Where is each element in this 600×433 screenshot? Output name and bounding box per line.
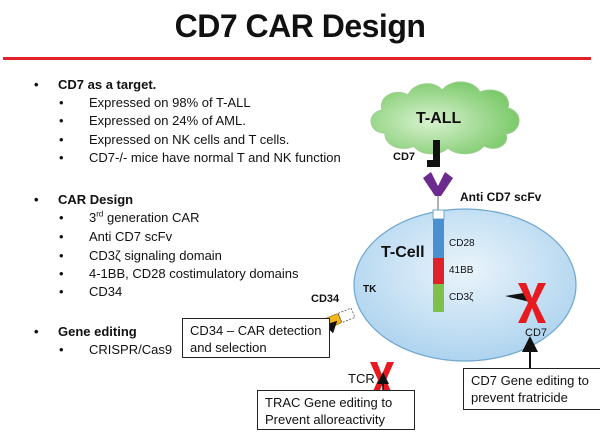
- title-divider: [3, 57, 591, 60]
- callout-line: prevent fratricide: [471, 390, 568, 405]
- hinge-segment: [432, 209, 445, 220]
- item-prefix: 3: [89, 210, 97, 225]
- heading-text: Gene editing: [58, 324, 137, 339]
- trac-callout-box: TRAC Gene editing to Prevent alloreactiv…: [257, 390, 415, 430]
- cd7-receptor-icon: [427, 140, 440, 167]
- cd34-label: CD34: [311, 293, 340, 305]
- item-text: CD7-/- mice have normal T and NK functio…: [89, 150, 341, 165]
- callout-line: CD34 – CAR detection: [190, 323, 322, 338]
- item-text: CD3ζ signaling domain: [89, 248, 222, 263]
- 41bb-segment: [433, 258, 444, 284]
- cd7-knockout-label: CD7: [525, 327, 548, 339]
- bullet-icon: •: [59, 113, 64, 128]
- bullet-icon: •: [59, 248, 64, 263]
- bullet-icon: •: [59, 284, 64, 299]
- callout-line: TRAC Gene editing to: [265, 395, 393, 410]
- list-item: • CRISPR/Cas9: [59, 341, 173, 359]
- item-superscript: rd: [96, 209, 104, 219]
- t-cell-label: T-Cell: [381, 244, 425, 261]
- list-item: • 4-1BB, CD28 costimulatory domains: [59, 265, 299, 283]
- cd7-callout-box: CD7 Gene editing to prevent fratricide: [463, 368, 600, 410]
- list-item: • Expressed on 24% of AML.: [59, 112, 246, 130]
- bullet-icon: •: [59, 266, 64, 281]
- item-text: Anti CD7 scFv: [89, 229, 173, 244]
- list-item: • 3rd generation CAR: [59, 209, 200, 227]
- callout-line: and selection: [190, 340, 267, 355]
- list-item: • CD3ζ signaling domain: [59, 247, 222, 265]
- slide-title: CD7 CAR Design: [174, 8, 426, 44]
- item-text: CRISPR/Cas9: [89, 342, 173, 357]
- car-construct-bar: [432, 209, 445, 312]
- list-item: • Expressed on NK cells and T cells.: [59, 131, 290, 149]
- cd34-callout-box: CD34 – CAR detection and selection: [182, 318, 330, 358]
- cd7-knockout-icon: [505, 283, 546, 323]
- bullet-icon: •: [59, 150, 64, 165]
- callout-line: Prevent alloreactivity: [265, 412, 385, 427]
- section-heading-car-design: • CAR Design: [34, 191, 134, 209]
- heading-text: CD7 as a target.: [58, 77, 157, 92]
- bullet-icon: •: [59, 342, 64, 357]
- tk-label: TK: [363, 284, 377, 295]
- cd28-segment: [433, 219, 444, 258]
- list-item: • Anti CD7 scFv: [59, 228, 173, 246]
- bullet-icon: •: [34, 192, 39, 207]
- heading-text: CAR Design: [58, 192, 134, 207]
- 41bb-label: 41BB: [449, 265, 474, 276]
- anti-cd7-scfv-icon: [423, 172, 453, 212]
- item-text: generation CAR: [103, 210, 200, 225]
- bullet-icon: •: [59, 95, 64, 110]
- scfv-label: Anti CD7 scFv: [460, 190, 542, 204]
- bullet-icon: •: [59, 229, 64, 244]
- cd28-label: CD28: [449, 238, 475, 249]
- list-item: • CD34: [59, 283, 123, 301]
- list-item: • CD7-/- mice have normal T and NK functi…: [59, 149, 341, 167]
- section-heading-gene-editing: • Gene editing: [34, 323, 137, 341]
- item-text: CD34: [89, 284, 123, 299]
- section-heading-cd7-target: • CD7 as a target.: [34, 76, 157, 94]
- item-text: Expressed on 98% of T-ALL: [89, 95, 251, 110]
- bullet-icon: •: [34, 324, 39, 339]
- tumor-label: T-ALL: [416, 110, 462, 127]
- bullet-icon: •: [59, 210, 64, 225]
- item-text: Expressed on 24% of AML.: [89, 113, 246, 128]
- cd3z-label: CD3ζ: [449, 292, 474, 303]
- bullet-icon: •: [34, 77, 39, 92]
- item-text: 4-1BB, CD28 costimulatory domains: [89, 266, 299, 281]
- callout-line: CD7 Gene editing to: [471, 373, 589, 388]
- cd7-label: CD7: [393, 151, 416, 163]
- list-item: • Expressed on 98% of T-ALL: [59, 94, 251, 112]
- tcr-label: TCR: [348, 371, 375, 386]
- bullet-icon: •: [59, 132, 64, 147]
- cd3z-segment: [433, 284, 444, 312]
- item-text: Expressed on NK cells and T cells.: [89, 132, 290, 147]
